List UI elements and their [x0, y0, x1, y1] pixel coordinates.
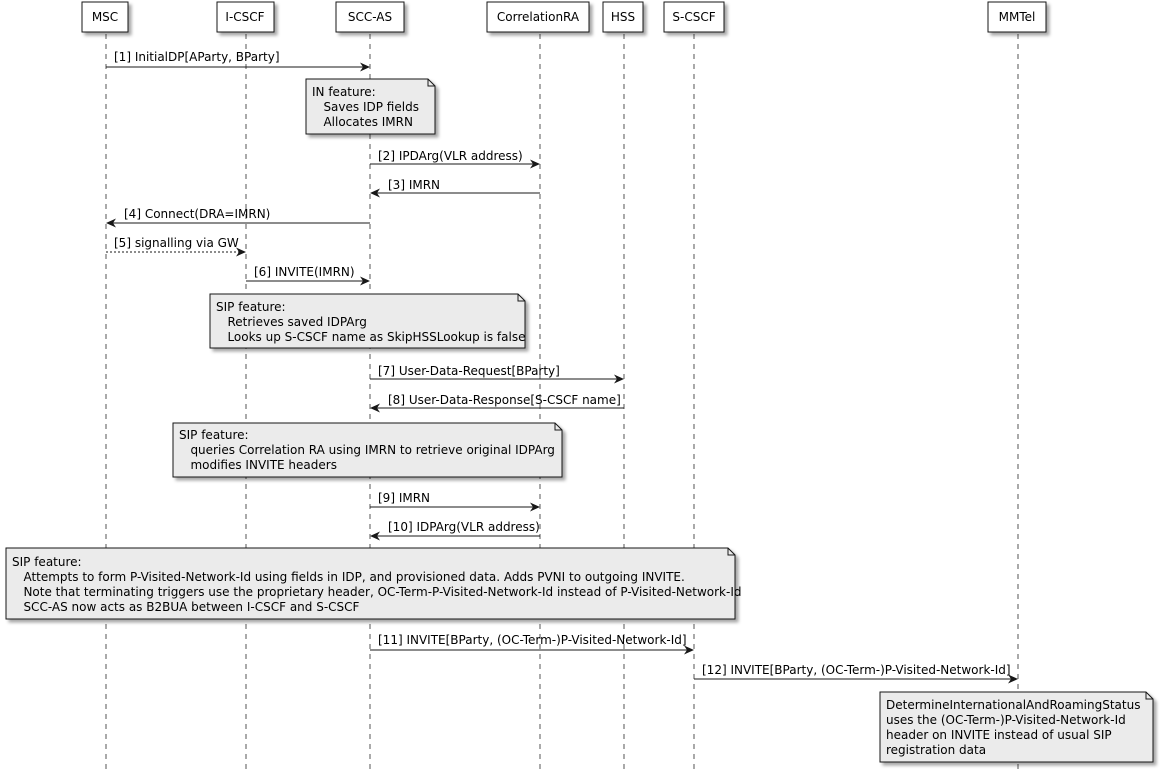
note-line: Attempts to form P-Visited-Network-Id us…: [12, 570, 685, 584]
message-label: [7] User-Data-Request[BParty]: [378, 364, 560, 378]
message-3: [3] IMRN: [370, 178, 540, 198]
arrowhead-left-icon: [370, 531, 380, 541]
participant-label: MSC: [92, 10, 118, 24]
message-label: [2] IPDArg(VLR address): [378, 149, 523, 163]
message-label: [6] INVITE(IMRN): [254, 265, 355, 279]
arrowhead-right-icon: [614, 374, 624, 384]
note-mmtel: DetermineInternationalAndRoamingStatus u…: [879, 691, 1154, 763]
participant-label: SCC-AS: [348, 10, 392, 24]
participant-hss: HSS: [602, 1, 644, 33]
arrowhead-left-icon: [106, 218, 116, 228]
message-12: [12] INVITE[BParty, (OC-Term-)P-Visited-…: [694, 663, 1018, 684]
note-sip-feature-1: SIP feature: Retrieves saved IDPArg Look…: [209, 293, 526, 349]
notes: IN feature: Saves IDP fields Allocates I…: [5, 78, 1154, 763]
participant-label: CorrelationRA: [497, 10, 580, 24]
arrowhead-left-icon: [370, 403, 380, 413]
note-line: registration data: [886, 743, 986, 757]
participant-sccas: SCC-AS: [335, 1, 405, 33]
note-line: SIP feature:: [179, 428, 249, 442]
note-line: header on INVITE instead of usual SIP: [886, 728, 1112, 742]
note-line: Retrieves saved IDPArg: [216, 315, 367, 329]
note-in-feature: IN feature: Saves IDP fields Allocates I…: [305, 78, 436, 135]
note-line: DetermineInternationalAndRoamingStatus: [886, 698, 1140, 712]
participant-label: S-CSCF: [672, 10, 715, 24]
participant-icscf: I-CSCF: [216, 1, 275, 33]
participant-msc: MSC: [81, 1, 129, 33]
note-line: modifies INVITE headers: [179, 458, 337, 472]
note-line: Allocates IMRN: [312, 115, 413, 129]
arrowhead-right-icon: [1008, 674, 1018, 684]
message-5: [5] signalling via GW: [106, 236, 246, 257]
message-6: [6] INVITE(IMRN): [246, 265, 370, 286]
message-7: [7] User-Data-Request[BParty]: [370, 364, 624, 384]
lifelines: [105, 34, 1019, 773]
message-label: [5] signalling via GW: [114, 236, 239, 250]
message-10: [10] IDPArg(VLR address): [370, 520, 540, 541]
participant-label: HSS: [611, 10, 635, 24]
message-label: [10] IDPArg(VLR address): [388, 520, 540, 534]
participant-correlationra: CorrelationRA: [486, 1, 590, 33]
note-line: uses the (OC-Term-)P-Visited-Network-Id: [886, 713, 1126, 727]
note-line: queries Correlation RA using IMRN to ret…: [179, 443, 555, 457]
message-label: [4] Connect(DRA=IMRN): [124, 207, 270, 221]
arrowhead-right-icon: [530, 159, 540, 169]
message-9: [9] IMRN: [370, 491, 540, 512]
message-label: [12] INVITE[BParty, (OC-Term-)P-Visited-…: [702, 663, 1011, 677]
message-2: [2] IPDArg(VLR address): [370, 149, 540, 169]
message-8: [8] User-Data-Response[S-CSCF name]: [370, 393, 624, 413]
arrowhead-right-icon: [530, 502, 540, 512]
message-label: [1] InitialDP[AParty, BParty]: [114, 50, 280, 64]
arrowhead-right-icon: [360, 276, 370, 286]
note-line: SIP feature:: [12, 555, 82, 569]
arrowhead-right-icon: [684, 645, 694, 655]
participant-mmtel: MMTel: [987, 1, 1047, 33]
note-sip-feature-2: SIP feature: queries Correlation RA usin…: [172, 422, 563, 478]
messages: [1] InitialDP[AParty, BParty] [2] IPDArg…: [106, 50, 1018, 684]
note-line: Note that terminating triggers use the p…: [12, 585, 742, 599]
participant-label: I-CSCF: [225, 10, 264, 24]
message-1: [1] InitialDP[AParty, BParty]: [106, 50, 370, 72]
participants: MSC I-CSCF SCC-AS CorrelationRA HSS S-CS…: [81, 1, 1047, 33]
note-line: Looks up S-CSCF name as SkipHSSLookup is…: [216, 330, 525, 344]
message-4: [4] Connect(DRA=IMRN): [106, 207, 370, 228]
arrowhead-right-icon: [236, 247, 246, 257]
note-line: SIP feature:: [216, 300, 286, 314]
message-label: [11] INVITE[BParty, (OC-Term-)P-Visited-…: [378, 633, 687, 647]
note-line: IN feature:: [312, 85, 376, 99]
participant-label: MMTel: [999, 10, 1036, 24]
note-sip-feature-3: SIP feature: Attempts to form P-Visited-…: [5, 547, 742, 620]
participant-scscf: S-CSCF: [663, 1, 725, 33]
message-label: [3] IMRN: [388, 178, 440, 192]
arrowhead-left-icon: [370, 188, 380, 198]
note-line: Saves IDP fields: [312, 100, 419, 114]
message-11: [11] INVITE[BParty, (OC-Term-)P-Visited-…: [370, 633, 694, 655]
message-label: [9] IMRN: [378, 491, 430, 505]
arrowhead-right-icon: [360, 62, 370, 72]
note-line: SCC-AS now acts as B2BUA between I-CSCF …: [12, 600, 360, 614]
message-label: [8] User-Data-Response[S-CSCF name]: [388, 393, 621, 407]
